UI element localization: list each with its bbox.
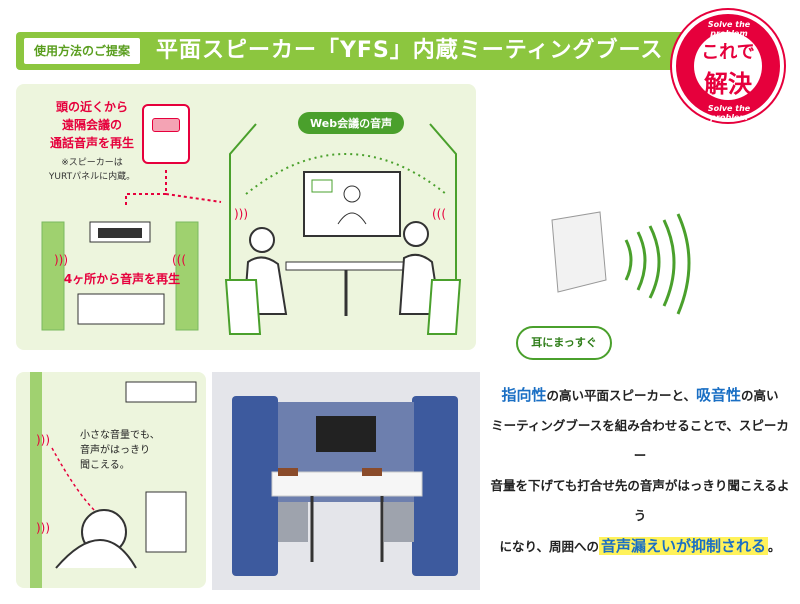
description-text: 指向性の高い平面スピーカーと、吸音性の高い ミーティングブースを組み合わせること… bbox=[490, 380, 790, 562]
desc-t1: の高い平面スピーカーと、 bbox=[546, 388, 696, 403]
desc-t2: の高い bbox=[741, 388, 779, 403]
highlight-directivity: 指向性 bbox=[501, 386, 547, 404]
svg-text:))): ))) bbox=[234, 207, 248, 221]
svg-text:))): ))) bbox=[36, 433, 50, 447]
note-line1: ※スピーカーは bbox=[61, 158, 123, 168]
badge-line1: これで bbox=[701, 42, 755, 63]
booth-photo-drawing bbox=[212, 372, 480, 590]
near-head-line1: 頭の近くから bbox=[55, 100, 128, 114]
caption-line3: 聞こえる。 bbox=[80, 460, 130, 471]
highlight-leak: 音声漏えいが抑制される bbox=[598, 537, 768, 555]
badge-line2: 解決 bbox=[704, 70, 752, 98]
top-view-caption: 小さな音量でも、 音声がはっきり 聞こえる。 bbox=[80, 428, 190, 473]
usage-tag: 使用方法のご提案 bbox=[24, 38, 141, 64]
highlight-absorption: 吸音性 bbox=[696, 386, 742, 404]
booth-illustration-panel: 頭の近くから 遠隔会議の 通話音声を再生 ※スピーカーは YURTパネルに内蔵。… bbox=[16, 84, 476, 350]
speaker-panel-icon bbox=[142, 104, 190, 164]
four-places-caption: 4ヶ所から音声を再生 bbox=[63, 272, 181, 286]
page-title: 平面スピーカー「YFS」内蔵ミーティングブース bbox=[156, 38, 664, 63]
top-view-drawing: ))) ))) bbox=[30, 372, 197, 588]
badge-inner: これで 解決 bbox=[694, 32, 762, 100]
near-head-caption: 頭の近くから 遠隔会議の 通話音声を再生 bbox=[36, 98, 148, 152]
ear-direct-bubble: 耳にまっすぐ bbox=[516, 326, 612, 360]
svg-text:(((: ((( bbox=[432, 207, 446, 221]
svg-text:))): ))) bbox=[54, 253, 68, 267]
desc-line2: ミーティングブースを組み合わせることで、スピーカー bbox=[491, 418, 789, 463]
booth-photo bbox=[212, 372, 480, 590]
booth-drawing: ))) ((( ))) ((( bbox=[41, 123, 462, 335]
top-view-panel: ))) ))) 小さな音量でも、 音声がはっきり 聞こえる。 bbox=[16, 372, 206, 588]
web-meeting-label: Web会議の音声 bbox=[298, 112, 405, 134]
desc-end: 。 bbox=[768, 539, 781, 554]
caption-line2: 音声がはっきり bbox=[80, 445, 150, 456]
desc-t4: になり、周囲への bbox=[499, 539, 599, 554]
desc-line4: になり、周囲への音声漏えいが抑制される。 bbox=[490, 531, 790, 562]
desc-line1: 指向性の高い平面スピーカーと、吸音性の高い bbox=[490, 380, 790, 411]
near-head-line3: 通話音声を再生 bbox=[49, 136, 134, 150]
caption-line1: 小さな音量でも、 bbox=[80, 430, 160, 441]
badge-bottom-text: Solve the problem bbox=[707, 104, 751, 122]
desc-line3: 音量を下げても打合せ先の音声がはっきり聞こえるよう bbox=[490, 478, 790, 523]
svg-text:))): ))) bbox=[36, 521, 50, 535]
near-head-line2: 遠隔会議の bbox=[61, 118, 122, 132]
speaker-note: ※スピーカーは YURTパネルに内蔵。 bbox=[40, 156, 144, 184]
flat-speaker-waves bbox=[551, 211, 691, 315]
svg-text:(((: ((( bbox=[172, 253, 186, 267]
note-line2: YURTパネルに内蔵。 bbox=[48, 172, 136, 182]
header-banner: 使用方法のご提案 平面スピーカー「YFS」内蔵ミーティングブース bbox=[16, 32, 710, 70]
solve-badge: Solve the problem これで 解決 Solve the probl… bbox=[672, 10, 784, 122]
